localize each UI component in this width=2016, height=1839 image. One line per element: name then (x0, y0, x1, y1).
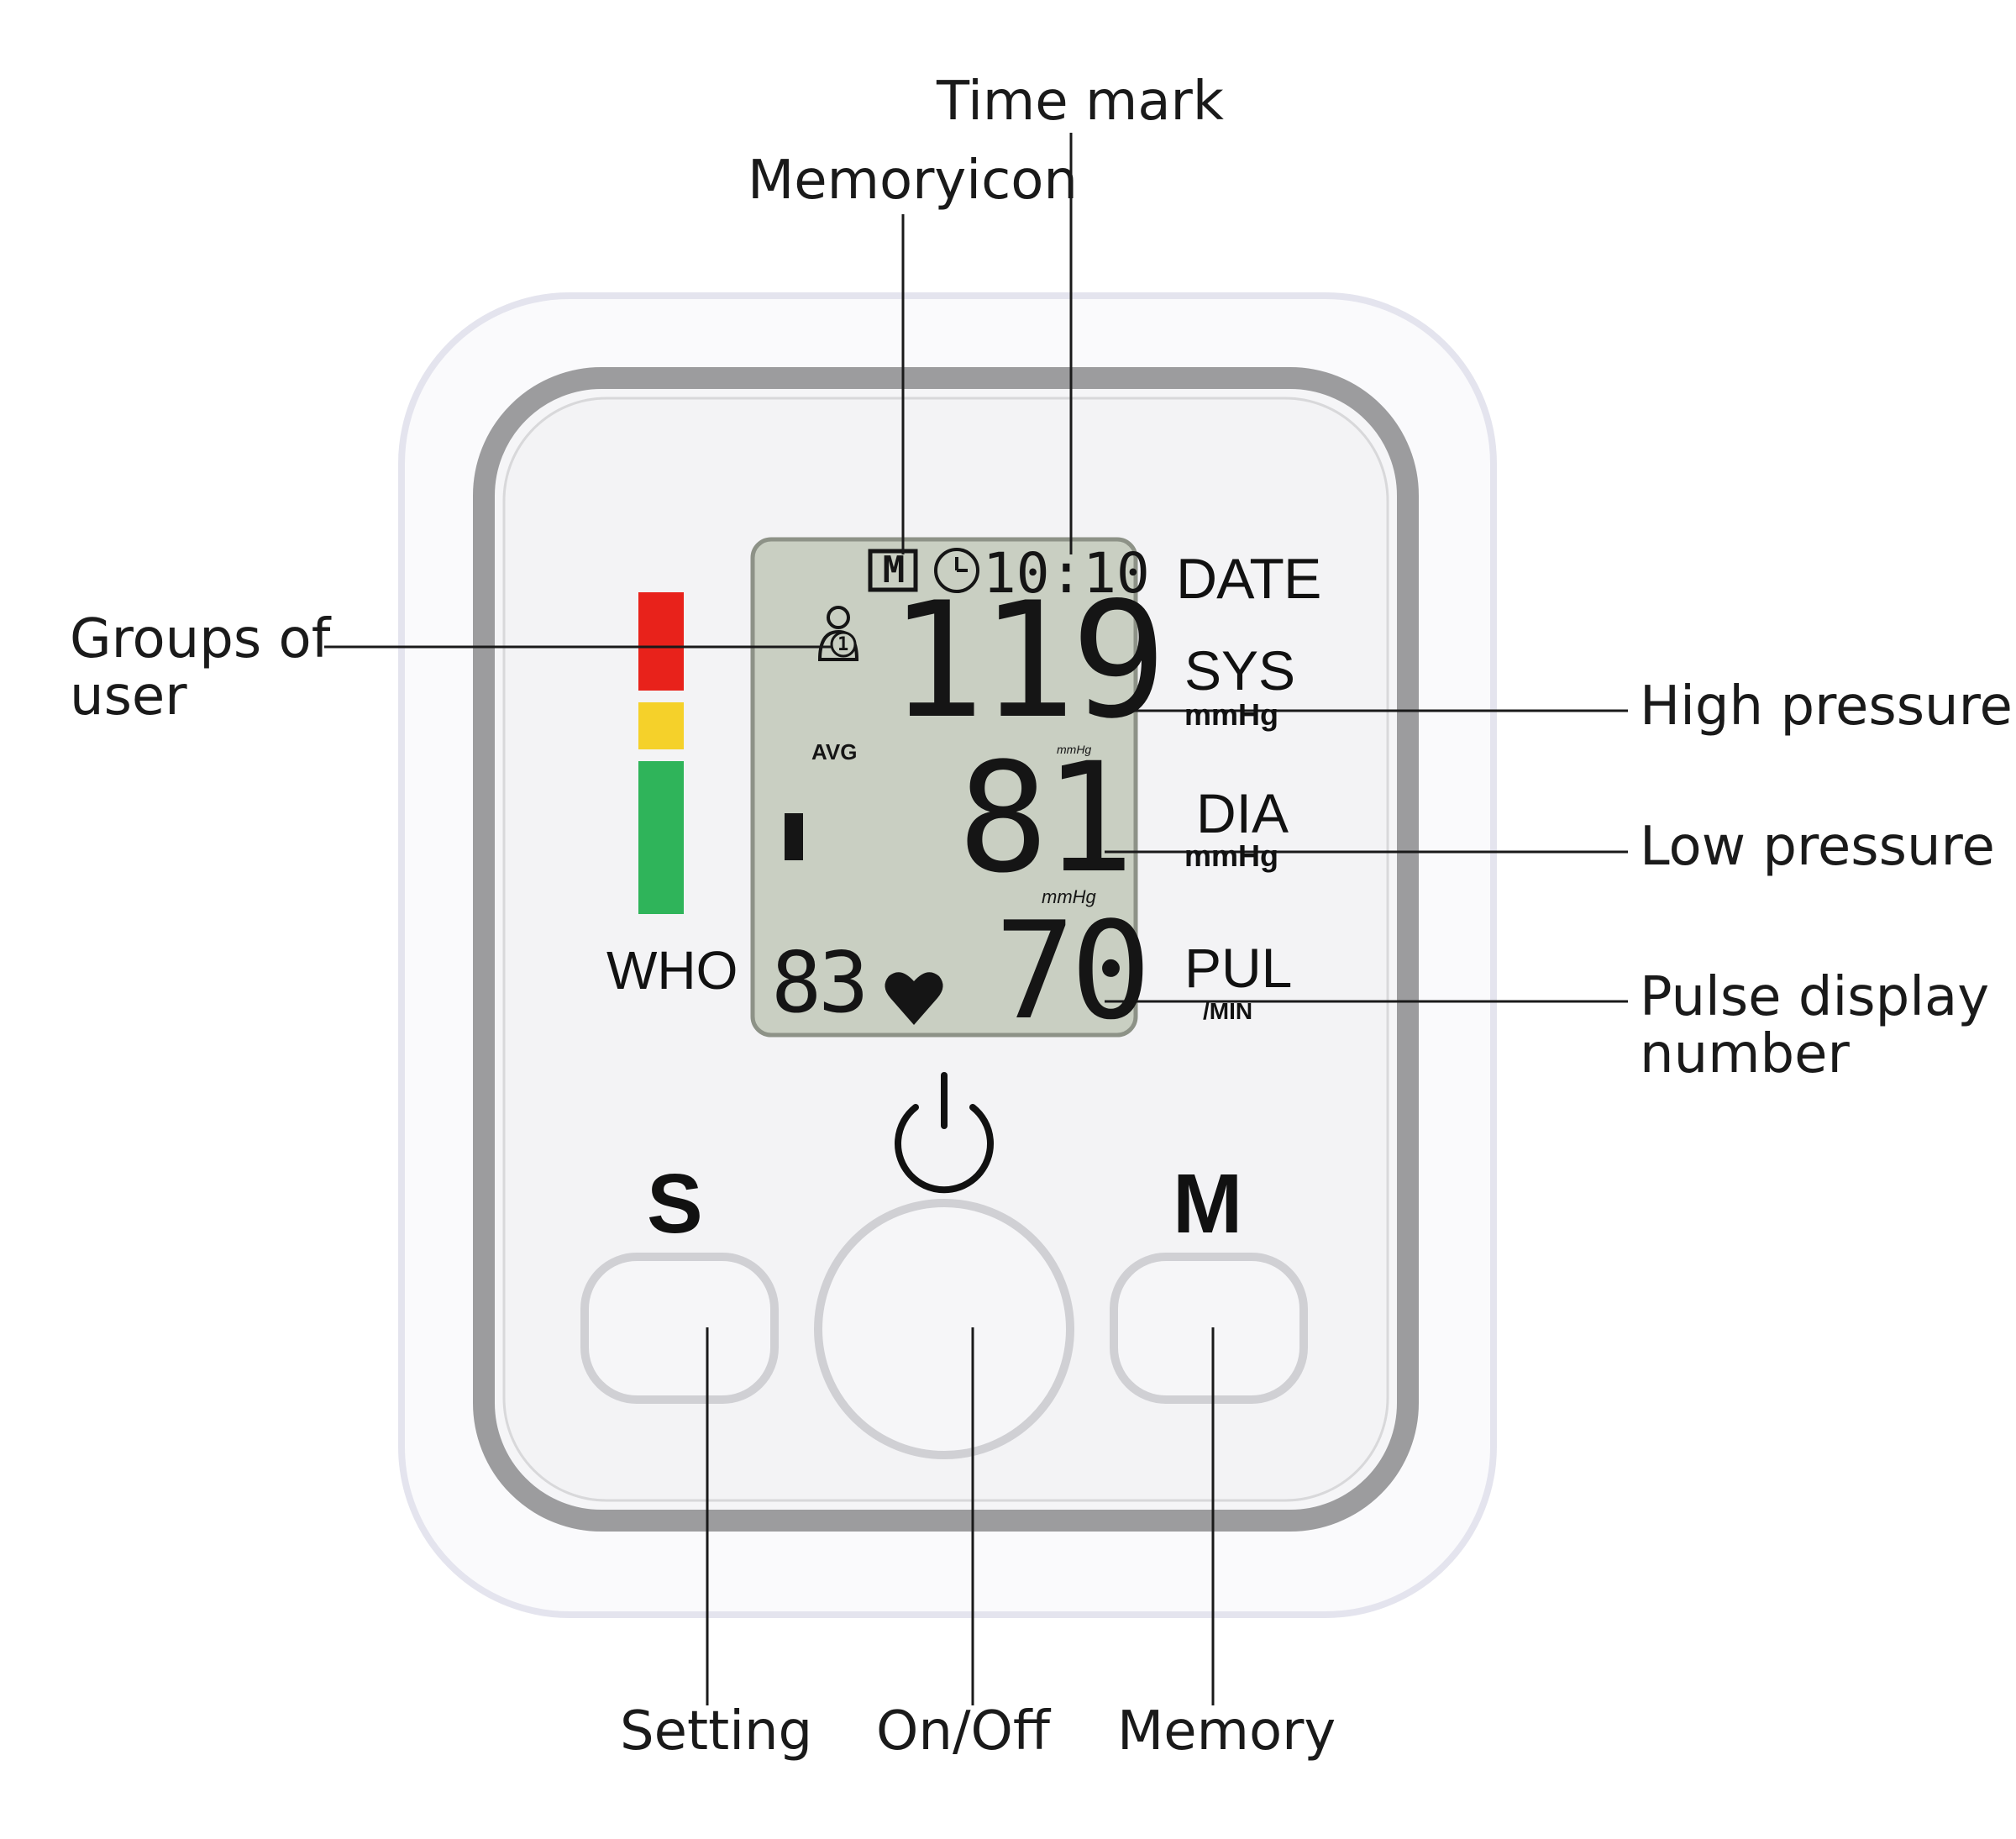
who-scale-yellow (638, 702, 684, 749)
callout-memory: Memory (1117, 1700, 1336, 1763)
who-scale-red (638, 592, 684, 691)
power-icon (895, 1072, 994, 1194)
callout-groups-of-user-line2: user (70, 665, 187, 728)
label-pul-unit: /MIN (1203, 998, 1253, 1024)
callout-pulse-line2: number (1640, 1023, 1850, 1085)
setting-button[interactable] (580, 1253, 779, 1404)
lcd-memory-badge-box (868, 549, 918, 592)
lcd-memory-count: 83 (771, 933, 869, 1032)
callout-on-off: On/Off (876, 1700, 1050, 1763)
clock-icon (934, 548, 979, 593)
callout-groups-of-user-line1: Groups of (70, 608, 331, 670)
callout-time-mark: Time mark (937, 71, 1224, 133)
user-icon (817, 606, 859, 661)
on-off-button[interactable] (814, 1199, 1074, 1459)
who-scale-green (638, 761, 684, 914)
label-pul: PUL (1184, 937, 1293, 999)
callout-low-pressure: Low pressure (1640, 816, 1995, 878)
lcd-dia-value: 81 (958, 731, 1135, 906)
lcd-memory-badge: M (882, 549, 906, 591)
lcd-user-number: 1 (837, 634, 849, 655)
leader-lines (324, 133, 1628, 1705)
lcd-level-bar (785, 813, 803, 860)
label-dia-unit: mmHg (1184, 838, 1279, 873)
memory-button[interactable] (1110, 1253, 1308, 1404)
lcd-avg-label: AVG (811, 739, 858, 764)
heart-icon (885, 972, 943, 1025)
callout-setting: Setting (620, 1700, 813, 1763)
lcd-pulse-value: 70 (995, 892, 1152, 1049)
callout-memory-icon: Memoryicon (748, 150, 1078, 212)
callout-high-pressure: High pressure (1640, 675, 2013, 738)
label-sys: SYS (1184, 639, 1296, 701)
lcd-time: 10:10 (983, 541, 1150, 606)
lcd-screen (750, 537, 1138, 1038)
lcd-small-unit-1: mmHg (1057, 743, 1092, 756)
lcd-sys-value: 119 (889, 568, 1167, 754)
setting-button-letter: S (647, 1157, 703, 1251)
memory-button-letter: M (1173, 1157, 1243, 1251)
label-sys-unit: mmHg (1184, 697, 1279, 732)
label-who: WHO (606, 940, 738, 1001)
label-date: DATE (1176, 547, 1321, 611)
label-dia: DIA (1196, 782, 1289, 844)
lcd-small-unit-2: mmHg (1042, 886, 1096, 907)
callout-pulse-line1: Pulse display (1640, 966, 1990, 1028)
